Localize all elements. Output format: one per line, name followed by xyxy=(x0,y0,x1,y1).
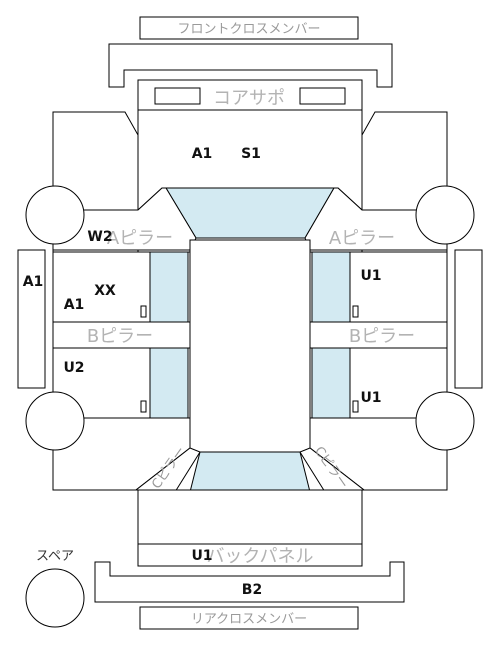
code-left-front-door-a1: A1 xyxy=(64,297,85,313)
back-panel-label: バックパネル xyxy=(206,546,313,567)
left-a-pillar-area[interactable] xyxy=(52,187,197,251)
front-cross-member-label: フロントクロスメンバー xyxy=(177,22,320,37)
core-support-label: コアサポ xyxy=(213,88,285,109)
right-front-window[interactable] xyxy=(311,251,351,323)
front-left-wheel[interactable] xyxy=(25,185,85,245)
rear-window[interactable] xyxy=(189,451,311,493)
right-headlight[interactable] xyxy=(299,87,346,105)
left-headlight[interactable] xyxy=(154,87,201,105)
back-panel[interactable] xyxy=(137,543,363,567)
b-pillar-left-label: Bピラー xyxy=(87,326,153,347)
code-left-front-fender: W2 xyxy=(87,229,112,245)
front-cross-member-box[interactable] xyxy=(139,16,359,40)
spare-tire[interactable] xyxy=(25,568,85,628)
code-hood-s1: S1 xyxy=(241,146,261,162)
code-left-side-sill: A1 xyxy=(23,274,44,290)
trunk[interactable] xyxy=(137,489,363,545)
left-side-sill[interactable] xyxy=(17,249,46,389)
right-a-pillar-area[interactable] xyxy=(304,187,448,251)
code-rear-bumper: B2 xyxy=(242,582,262,598)
left-front-door-handle xyxy=(140,305,147,318)
right-side-sill[interactable] xyxy=(454,249,483,389)
left-front-window[interactable] xyxy=(149,251,189,323)
rear-bumper[interactable] xyxy=(94,561,405,603)
left-rear-door-handle xyxy=(140,400,147,413)
roof[interactable] xyxy=(189,239,311,453)
left-rear-window[interactable] xyxy=(149,347,189,419)
code-hood-a1: A1 xyxy=(192,146,213,162)
a-pillar-left-label: Aピラー xyxy=(107,228,173,249)
rear-right-wheel[interactable] xyxy=(415,391,475,451)
rear-cross-member-label: リアクロスメンバー xyxy=(191,612,307,627)
code-right-front-door: U1 xyxy=(360,268,381,284)
right-rear-window[interactable] xyxy=(311,347,351,419)
right-front-door-handle xyxy=(352,305,359,318)
b-pillar-right-label: Bピラー xyxy=(349,326,415,347)
code-right-rear-door: U1 xyxy=(360,390,381,406)
code-trunk: U1 xyxy=(191,548,212,564)
spare-label: スペア xyxy=(36,549,74,564)
right-rear-door-handle xyxy=(352,400,359,413)
code-left-front-door-xx: XX xyxy=(94,283,116,299)
rear-left-wheel[interactable] xyxy=(25,391,85,451)
right-b-pillar[interactable] xyxy=(309,321,448,349)
a-pillar-right-label: Aピラー xyxy=(329,228,395,249)
front-right-wheel[interactable] xyxy=(415,185,475,245)
rear-cross-member-box[interactable] xyxy=(139,606,359,630)
front-bumper[interactable] xyxy=(108,43,393,88)
code-left-rear-door: U2 xyxy=(63,360,84,376)
left-b-pillar[interactable] xyxy=(52,321,191,349)
